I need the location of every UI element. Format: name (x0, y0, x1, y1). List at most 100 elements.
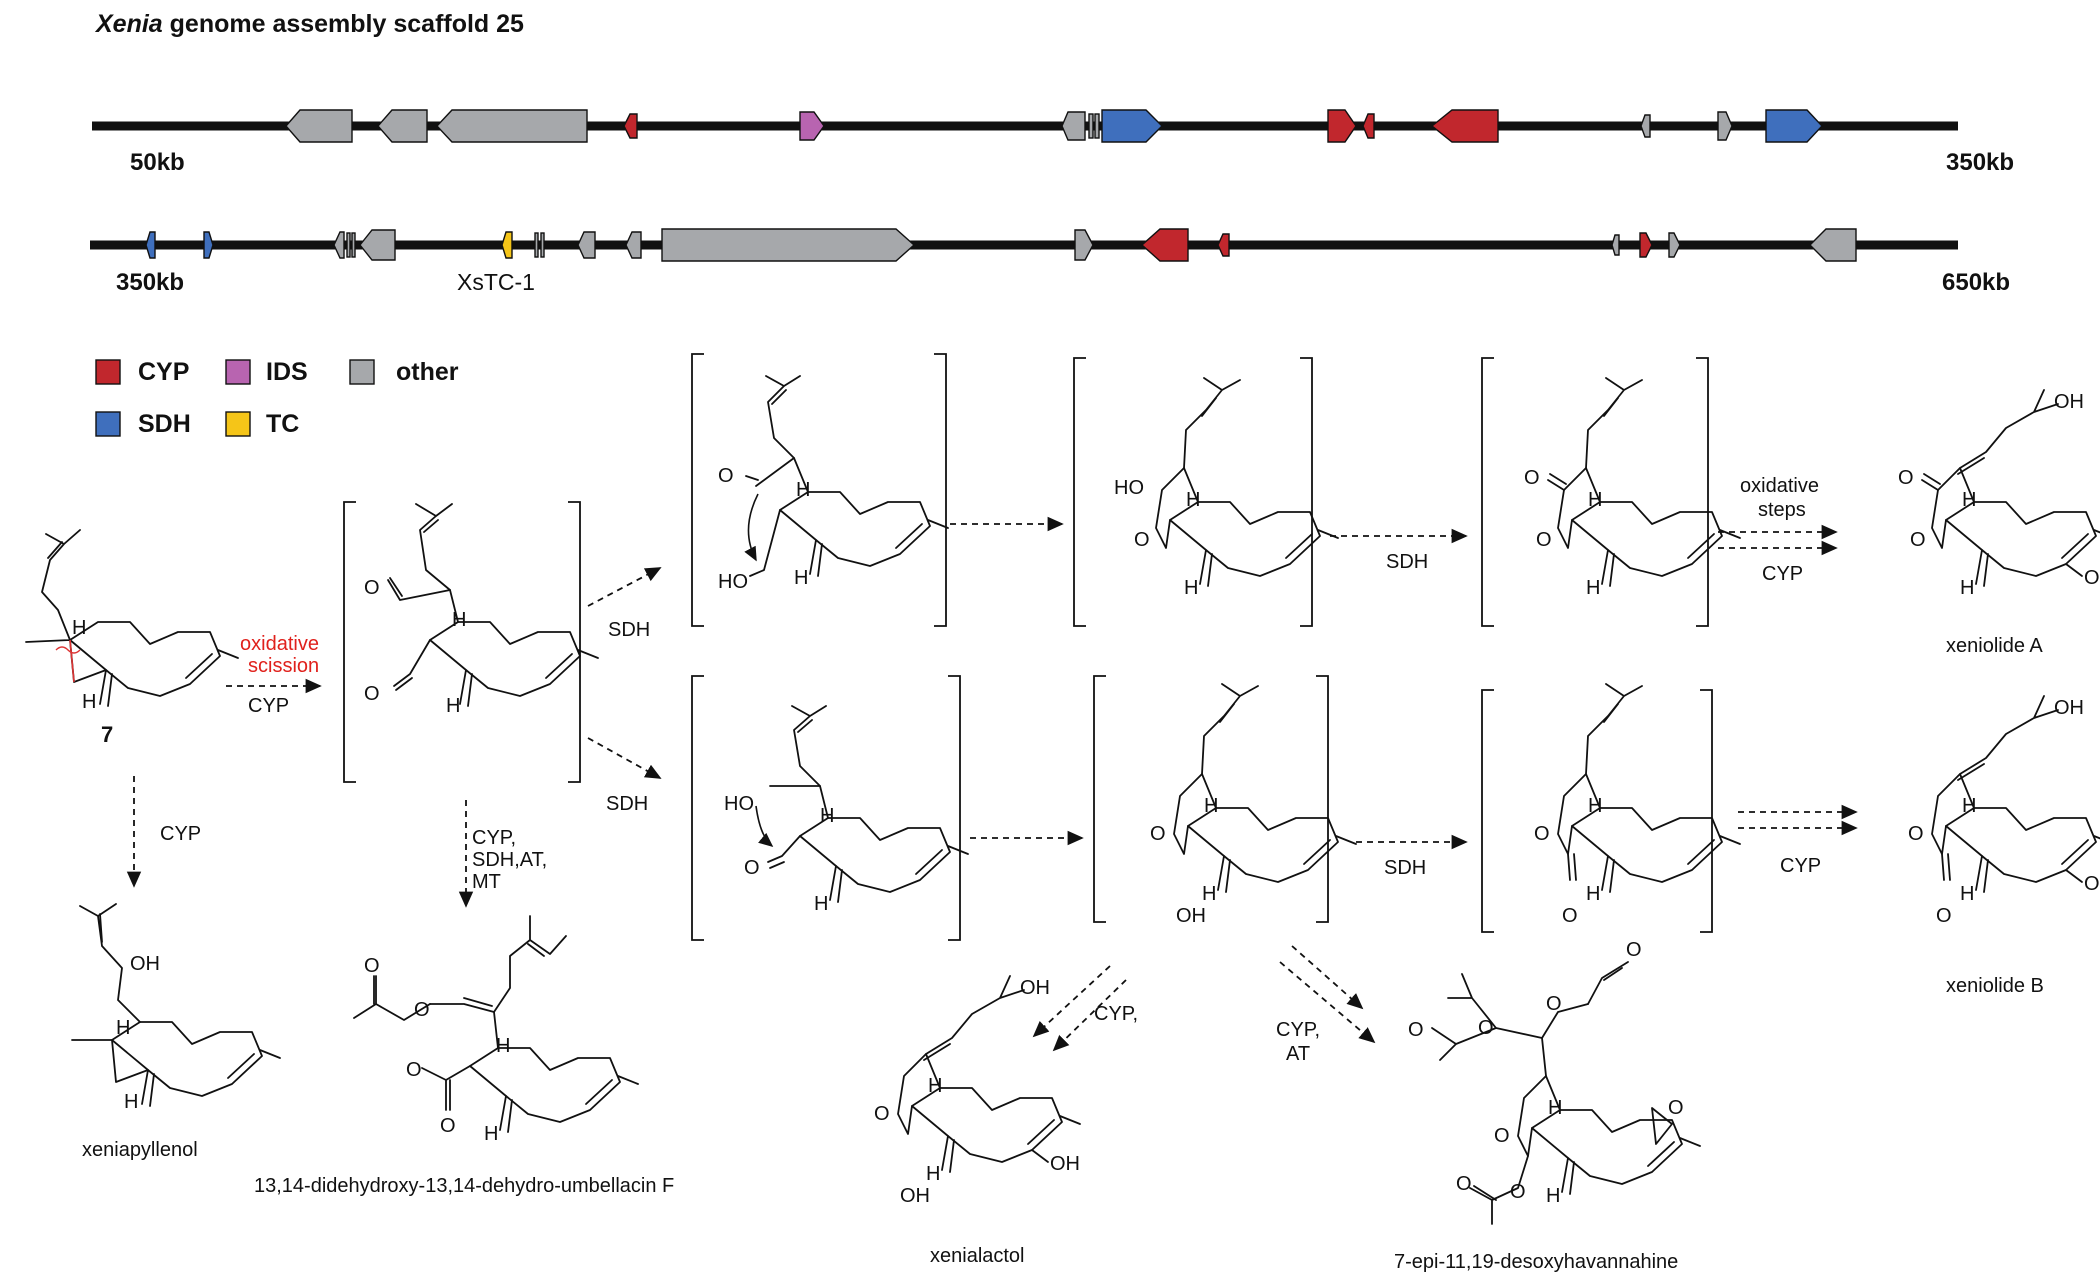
legend-label-sdh: SDH (138, 410, 191, 438)
gene-cyp (1362, 113, 1375, 139)
compound-number-7: 7 (101, 722, 113, 747)
atom-h: H (116, 1017, 130, 1039)
arrow-to-top-row (587, 567, 662, 607)
gene-other (540, 232, 545, 258)
atom-oh: OH (1020, 977, 1050, 999)
gene-other (436, 109, 588, 143)
legend-label-cyp: CYP (138, 358, 189, 386)
gene-cyp (1639, 232, 1653, 258)
structure-xeniapyllenol: OH H H (71, 903, 281, 1113)
scaffold-track-2: 350kb XsTC-1 650kb (90, 228, 2010, 296)
condition-multi-3: MT (472, 871, 501, 893)
atom-o: O (1910, 529, 1926, 551)
atom-o: O (1408, 1019, 1424, 1041)
bracket-bottom-3 (1481, 689, 1713, 933)
condition-sdh-bottom-2: SDH (1384, 857, 1426, 879)
gene-other (577, 231, 596, 259)
bracket-top-3 (1481, 357, 1709, 627)
condition-cyp-scission: CYP (248, 695, 289, 717)
structure-umbellacin: O O O O H H (353, 915, 639, 1145)
atom-h: H (72, 617, 86, 639)
arrow-to-havannahine-b (1279, 961, 1376, 1044)
atom-ho: HO (724, 793, 754, 815)
atom-h: H (496, 1035, 510, 1057)
atom-o: O (1562, 905, 1578, 927)
arrow-to-xenialactol-b (1052, 979, 1127, 1052)
gene-sdh (1101, 109, 1163, 143)
label-xenialactol: xenialactol (930, 1245, 1025, 1267)
gene-other (1717, 111, 1733, 141)
gene-other (346, 232, 351, 258)
atom-h: H (926, 1163, 940, 1185)
legend-swatch-ids (225, 359, 251, 385)
gene-other (377, 109, 428, 143)
atom-o: O (414, 999, 430, 1021)
gene-ids (799, 111, 825, 141)
label-xeniolide-a: xeniolide A (1946, 635, 2043, 657)
structure-havannahine: O O O O O O O O H H (1408, 939, 1701, 1225)
gene-other (534, 232, 539, 258)
atom-h: H (1588, 489, 1602, 511)
gene-other (1088, 113, 1094, 139)
condition-sdh-top-2: SDH (1386, 551, 1428, 573)
atom-o: O (1494, 1125, 1510, 1147)
gene-cyp (1140, 228, 1189, 262)
atom-oh: OH (2084, 873, 2100, 895)
atom-o: O (1546, 993, 1562, 1015)
label-xeniolide-b: xeniolide B (1946, 975, 2044, 997)
gene-cyp (1217, 233, 1230, 257)
atom-h: H (1548, 1097, 1562, 1119)
gene-other (1094, 113, 1100, 139)
condition-cyp-xenialactol: CYP, (1094, 1003, 1138, 1025)
legend-swatch-tc (225, 411, 251, 437)
atom-h: H (1960, 577, 1974, 599)
figure-title: Xenia genome assembly scaffold 25 (94, 10, 524, 38)
structure-dialdehyde: O O H H (364, 503, 599, 717)
atom-o: O (1626, 939, 1642, 961)
atom-o: O (1936, 905, 1952, 927)
atom-h: H (794, 567, 808, 589)
atom-o: O (364, 577, 380, 599)
atom-o: O (1456, 1173, 1472, 1195)
arrow-to-havannahine-a (1291, 945, 1364, 1010)
structure-xeniolide-a: O O OH OH H H (1898, 389, 2100, 599)
atom-o: O (1534, 823, 1550, 845)
atom-o: O (1898, 467, 1914, 489)
tc-gene-label: XsTC-1 (457, 269, 535, 295)
condition-oxsteps-1: oxidative (1740, 475, 1819, 497)
atom-o: O (1908, 823, 1924, 845)
gene-other (1074, 229, 1094, 261)
atom-h: H (1204, 795, 1218, 817)
atom-oh: OH (2054, 391, 2084, 413)
gene-other (661, 228, 916, 262)
gene-other (1668, 232, 1681, 258)
atom-h: H (452, 609, 466, 631)
atom-o: O (440, 1115, 456, 1137)
atom-o: O (744, 857, 760, 879)
gene-sdh (1765, 109, 1823, 143)
condition-scission: scission (248, 655, 319, 677)
atom-o: O (364, 955, 380, 977)
scaffold-track-1: 50kb 350kb (92, 109, 2014, 176)
atom-h: H (1184, 577, 1198, 599)
condition-cyp-top-3: CYP (1762, 563, 1803, 585)
atom-h: H (1186, 489, 1200, 511)
structure-top-lactol: HO O H H (1114, 377, 1339, 599)
atom-h: H (446, 695, 460, 717)
structure-compound-7: H H (25, 529, 239, 713)
condition-cyp-xeniapyllenol: CYP (160, 823, 201, 845)
atom-o: O (1668, 1097, 1684, 1119)
bracket-dialdehyde (343, 501, 581, 783)
gene-other (1611, 234, 1620, 256)
gene-other (1061, 111, 1086, 141)
label-havannahine: 7-epi-11,19-desoxyhavannahine (1394, 1251, 1678, 1273)
atom-oh: OH (130, 953, 160, 975)
condition-sdh-bottom: SDH (606, 793, 648, 815)
condition-cyp-bottom-3: CYP (1780, 855, 1821, 877)
gene-cyp (623, 113, 638, 139)
atom-o: O (364, 683, 380, 705)
condition-sdh-top: SDH (608, 619, 650, 641)
atom-o: O (1134, 529, 1150, 551)
gene-cyp (1430, 109, 1499, 143)
